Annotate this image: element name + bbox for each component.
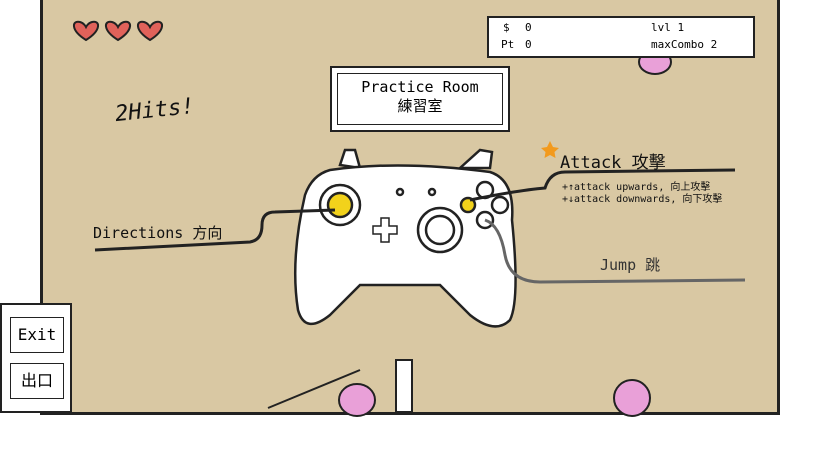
player-sprite [395,359,413,413]
enemy-sprite [338,383,376,417]
controller-icon [293,148,517,328]
room-title-zh: 練習室 [397,97,443,115]
heart-icon [73,20,99,42]
star-icon [541,141,559,158]
callout-lines [94,168,746,409]
level-value: lvl 1 [651,21,685,34]
room-title-en: Practice Room [361,78,479,96]
exit-label-zh: 出口 [10,363,64,399]
money-label: $ [503,21,510,34]
attack-up-hint: +↑attack upwards, 向上攻擊 [562,182,711,193]
exit-door[interactable]: Exit 出口 [0,303,72,413]
jump-label: Jump 跳 [600,256,661,274]
attack-label: Attack 攻擊 [560,153,666,173]
money-value: 0 [525,21,532,34]
enemy-sprite [613,379,651,417]
exit-label-en: Exit [10,317,64,353]
heart-icon [105,20,131,42]
points-label: Pt [501,38,515,51]
max-combo-value: maxCombo 2 [651,38,718,51]
stats-panel: $ 0 Pt 0 lvl 1 maxCombo 2 [487,16,755,58]
points-value: 0 [525,38,532,51]
attack-down-hint: +↓attack downwards, 向下攻擊 [562,194,723,205]
heart-icon [137,20,163,42]
room-title-sign: Practice Room 練習室 [330,66,510,132]
directions-label: Directions 方向 [93,224,223,242]
